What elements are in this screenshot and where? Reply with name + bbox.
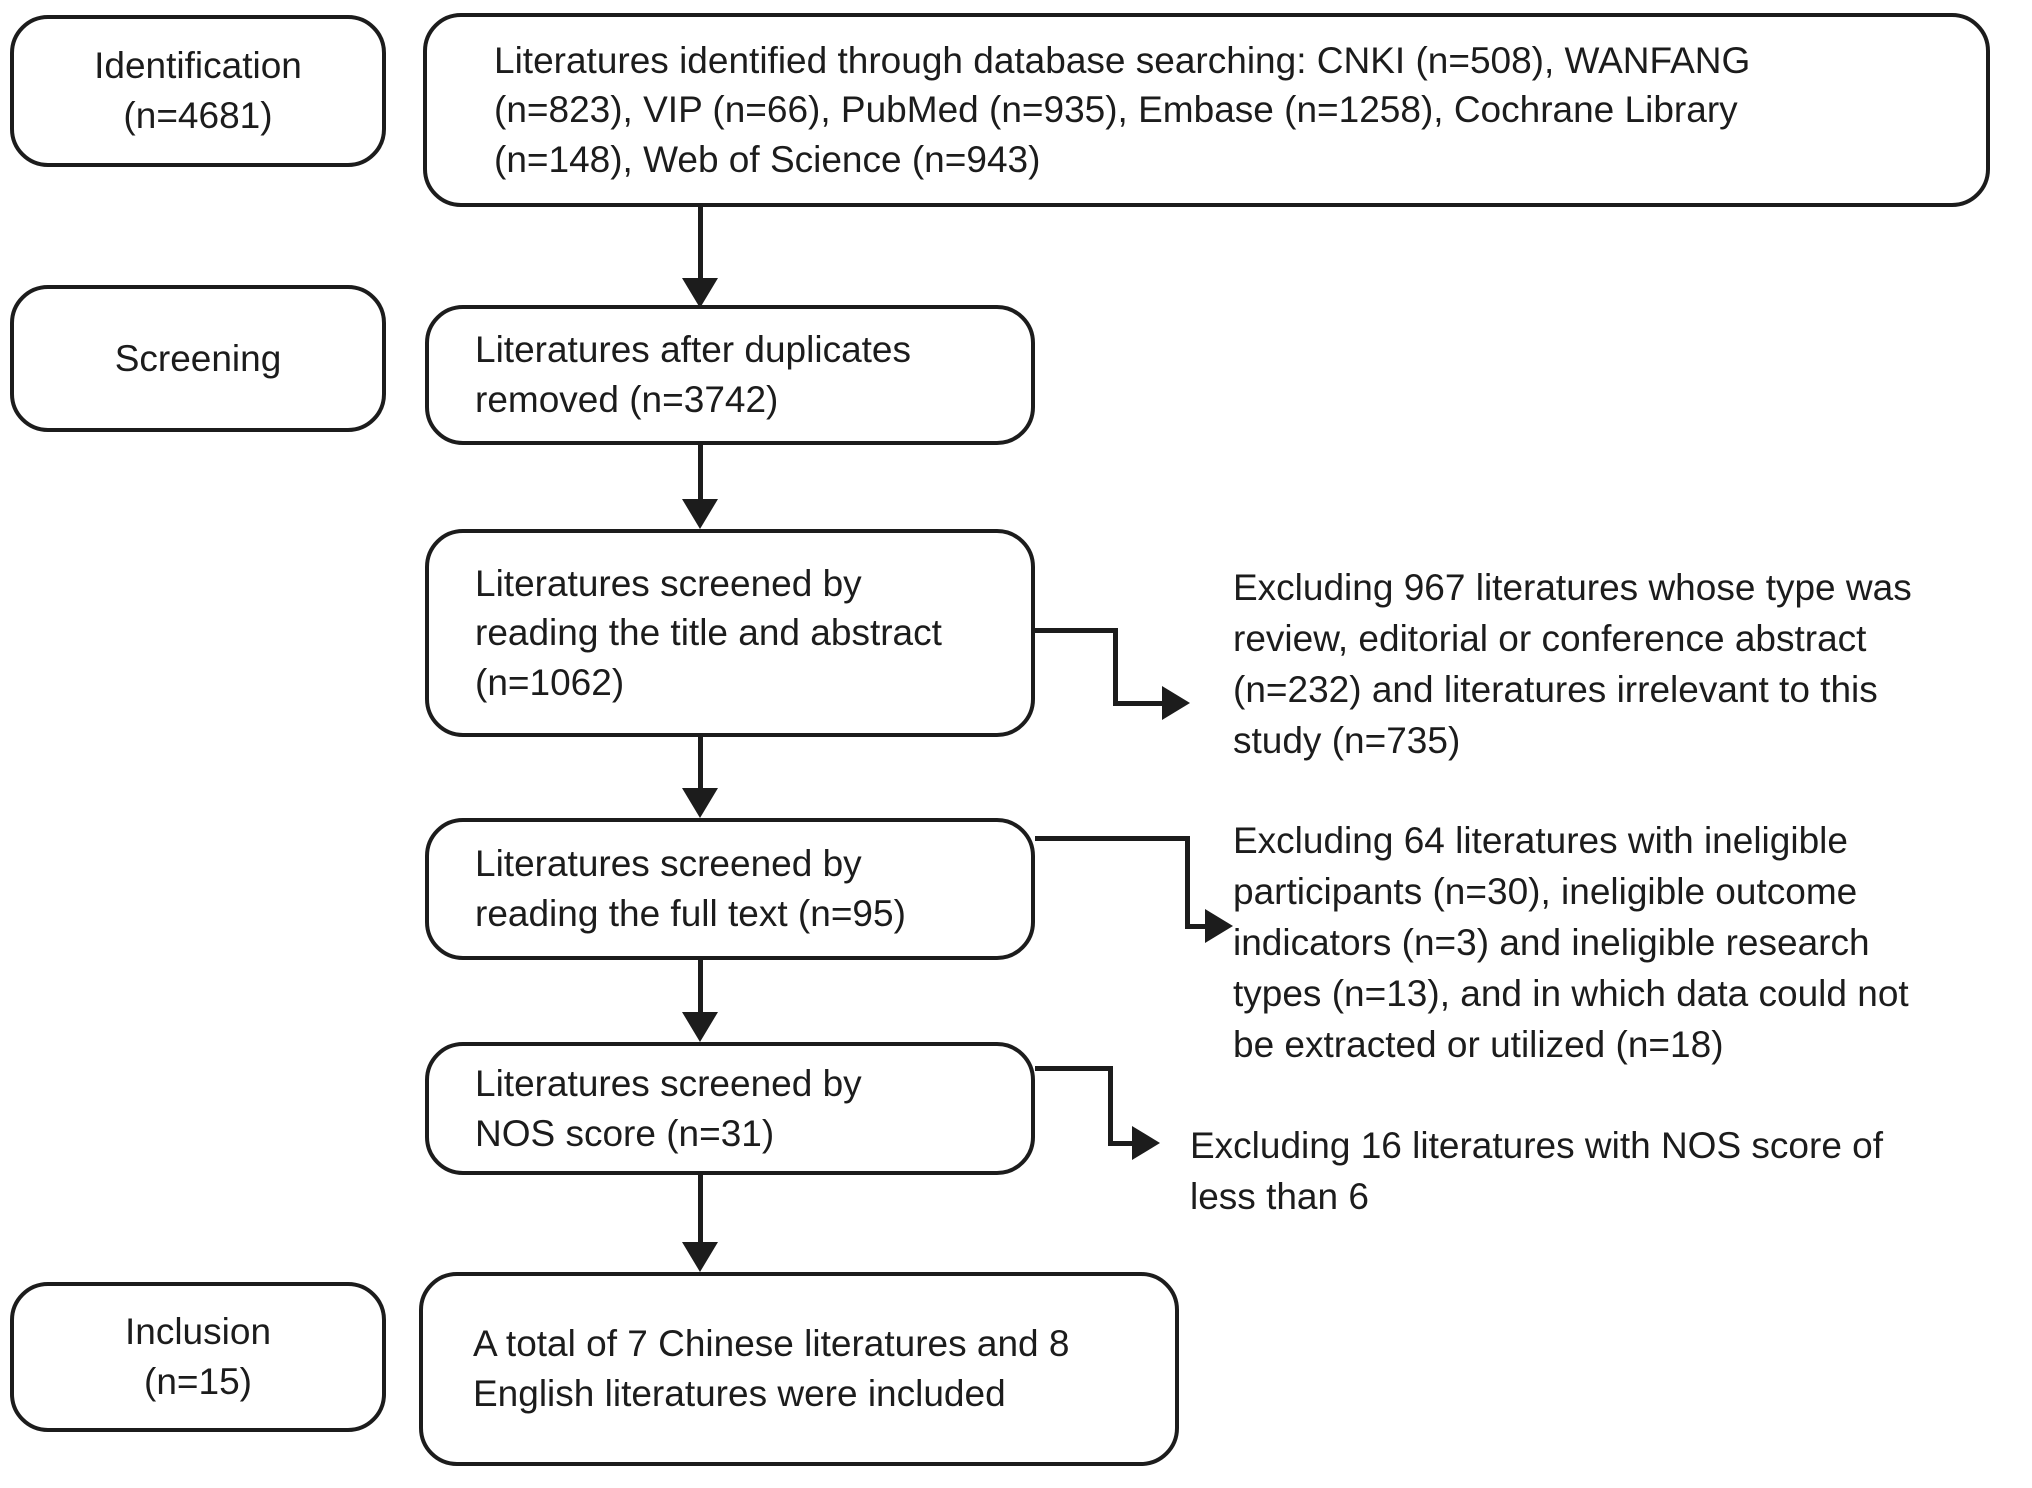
elbow3-horizontal-bottom [1108,1141,1132,1146]
identification-stage-label: Identification (n=4681) [94,45,302,136]
exclusion-note-title-abstract: Excluding 967 literatures whose type was… [1233,567,1912,762]
included-text: A total of 7 Chinese literatures and 8 E… [473,1323,1070,1414]
arrow-line-search-to-duplicates [698,207,703,282]
arrowhead-exclusion-2 [1205,909,1233,943]
title-abstract-screen-box: Literatures screened by reading the titl… [425,529,1035,737]
exclusion-note-full-text: Excluding 64 literatures with ineligible… [1233,820,1909,1066]
elbow3-vertical [1108,1066,1113,1146]
elbow3-horizontal-top [1035,1066,1113,1071]
nos-score-screen-box: Literatures screened by NOS score (n=31) [425,1042,1035,1175]
arrow-line-fulltext-to-nos [698,960,703,1014]
arrow-line-nos-to-included [698,1175,703,1244]
inclusion-stage-box: Inclusion (n=15) [10,1282,386,1432]
arrowhead-title-to-fulltext [682,788,718,818]
full-text-screen-box: Literatures screened by reading the full… [425,818,1035,960]
database-search-text: Literatures identified through database … [494,39,1751,180]
elbow2-vertical [1185,836,1190,929]
arrowhead-exclusion-1 [1162,686,1190,720]
included-box: A total of 7 Chinese literatures and 8 E… [419,1272,1179,1466]
arrowhead-exclusion-3 [1132,1126,1160,1160]
title-abstract-screen-text: Literatures screened by reading the titl… [475,562,942,703]
elbow1-horizontal-bottom [1113,701,1162,706]
arrowhead-search-to-duplicates [682,278,718,308]
arrowhead-nos-to-included [682,1242,718,1272]
database-search-box: Literatures identified through database … [423,13,1990,207]
duplicates-removed-box: Literatures after duplicates removed (n=… [425,305,1035,445]
elbow2-horizontal-bottom [1185,924,1205,929]
screening-stage-box: Screening [10,285,386,432]
elbow1-vertical [1113,628,1118,706]
screening-stage-label: Screening [114,337,282,379]
arrow-line-title-to-fulltext [698,737,703,790]
identification-stage-box: Identification (n=4681) [10,15,386,167]
elbow1-horizontal-top [1035,628,1118,633]
arrowhead-fulltext-to-nos [682,1012,718,1042]
arrow-line-duplicates-to-title [698,445,703,501]
nos-score-screen-text: Literatures screened by NOS score (n=31) [475,1062,862,1154]
duplicates-removed-text: Literatures after duplicates removed (n=… [475,329,912,420]
elbow2-horizontal-top [1035,836,1190,841]
arrowhead-duplicates-to-title [682,499,718,529]
full-text-screen-text: Literatures screened by reading the full… [475,843,906,934]
inclusion-stage-label: Inclusion (n=15) [124,1311,272,1402]
exclusion-note-nos: Excluding 16 literatures with NOS score … [1190,1125,1884,1218]
